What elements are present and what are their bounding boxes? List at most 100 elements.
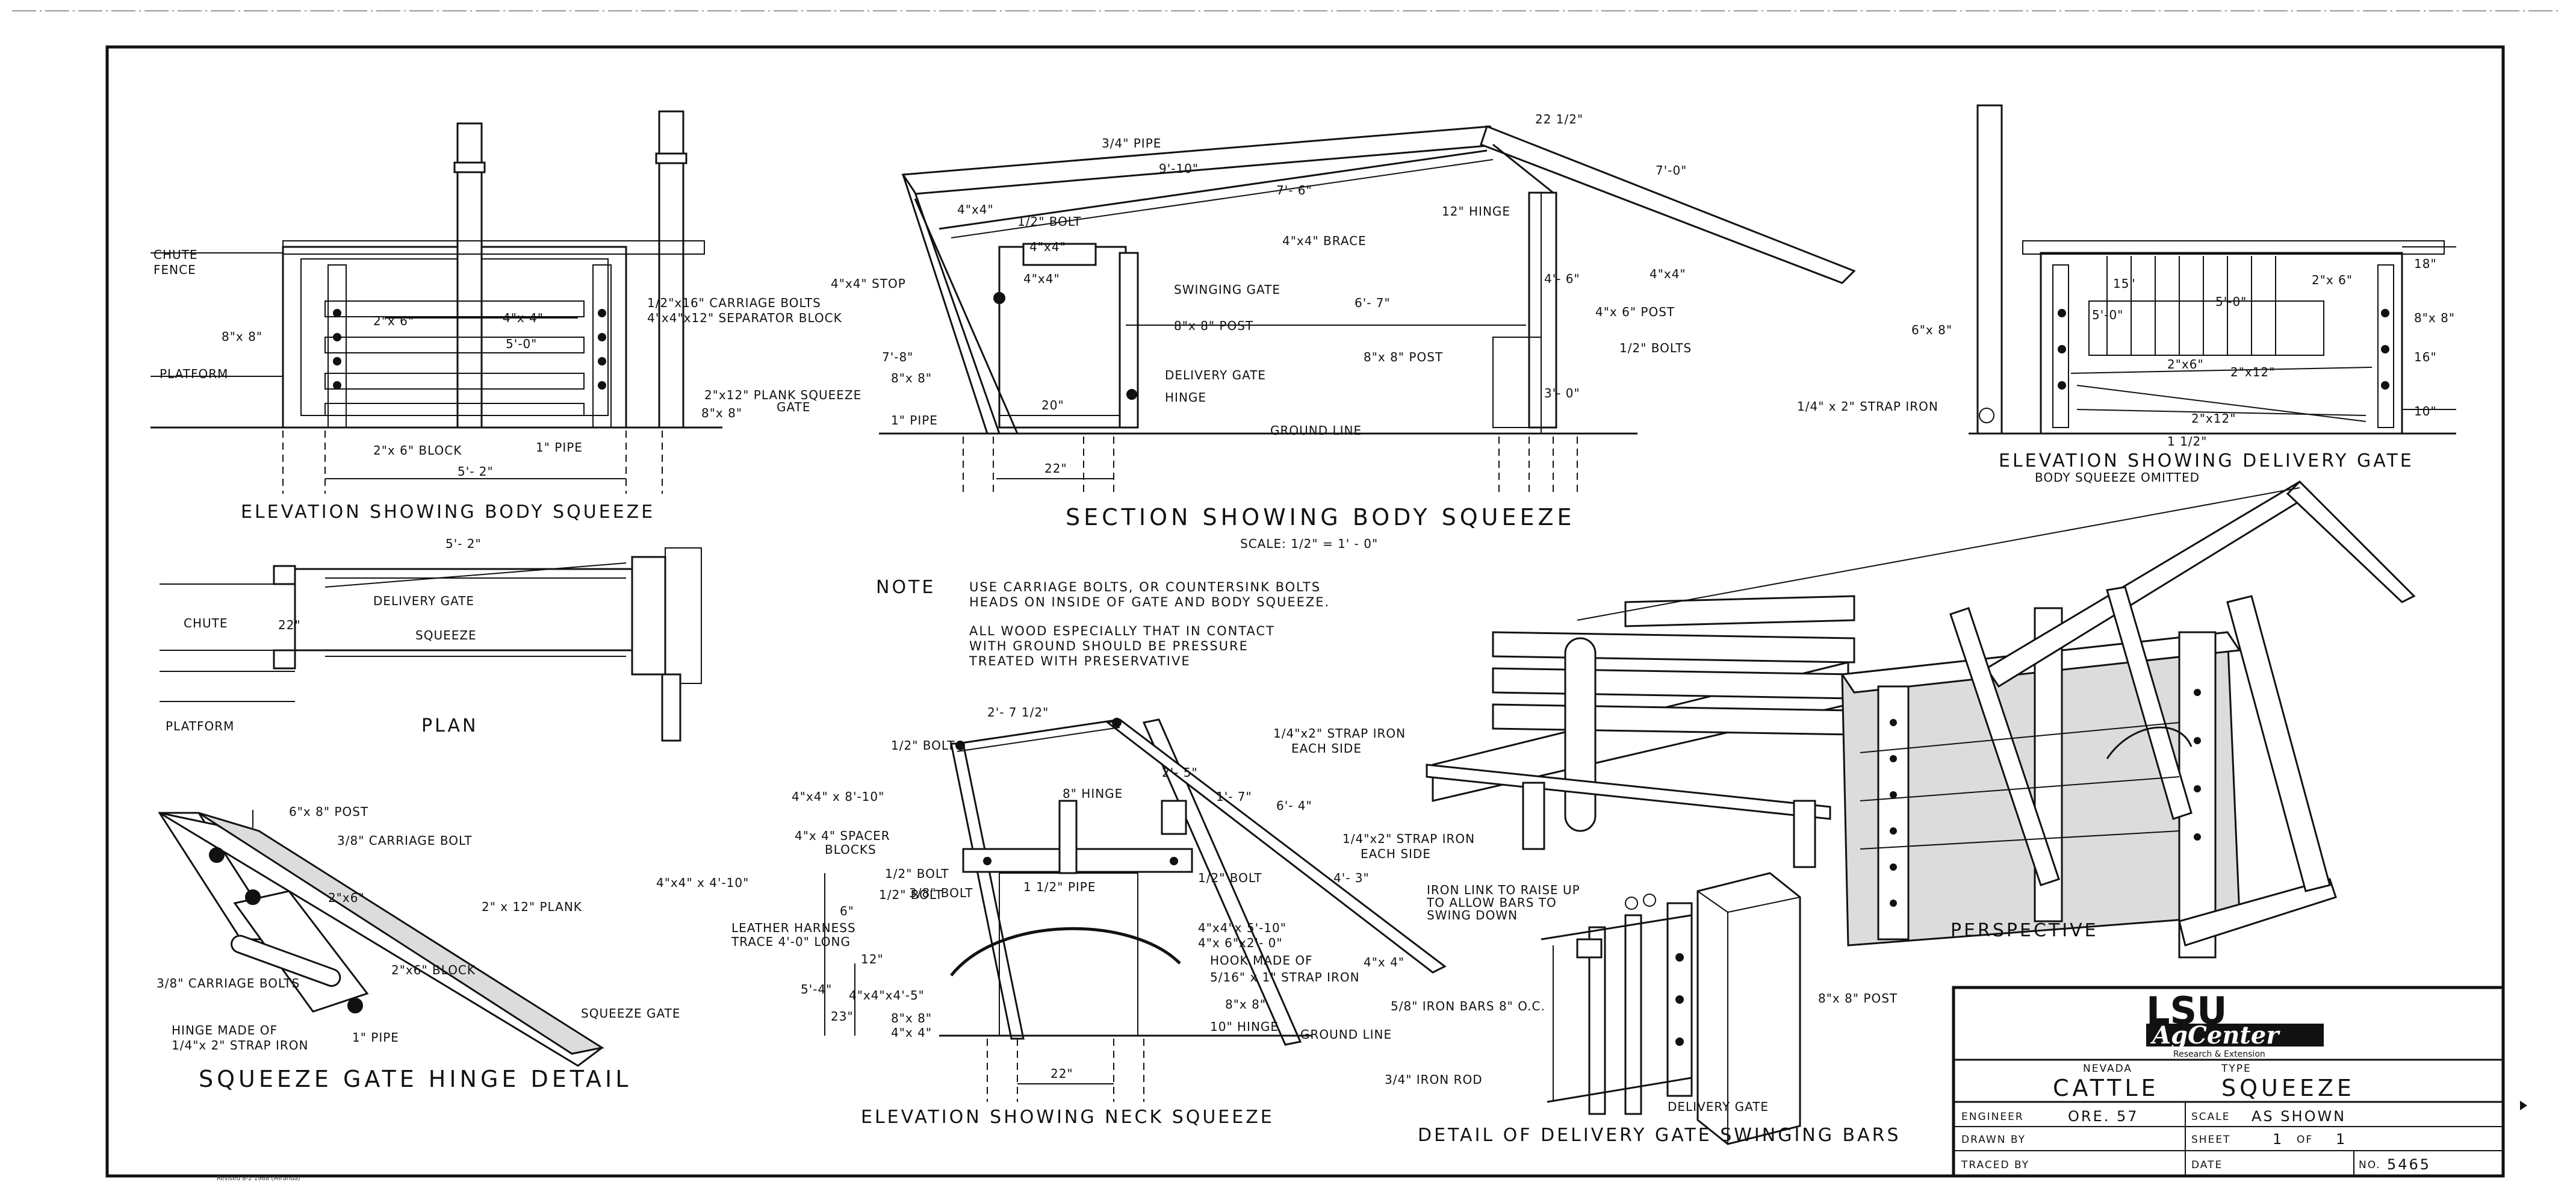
label: HOOK MADE OF [1210,953,1313,968]
label: 8"x 8" POST [1174,319,1253,333]
label: 4"x4"x 5'-10" [1198,921,1286,935]
label: HINGE [1165,390,1206,405]
label: 1/4"x 2" STRAP IRON [172,1038,308,1053]
label: 3/8" CARRIAGE BOLT [337,833,473,848]
gate-post-left [1976,104,2003,435]
label: 20" [1041,398,1064,412]
label: BLOCKS [825,842,877,857]
view-title: PERSPECTIVE [1951,920,2099,941]
margin-arrow-icon [2520,1101,2527,1110]
label: 1/2"x16" CARRIAGE BOLTS [647,296,821,310]
label: 8"x 8" [701,406,742,420]
leather-trace [950,927,1181,977]
label: 16" [2414,350,2437,364]
label: 4"x4" x 4'-10" [656,875,749,890]
label: 6" [840,904,854,918]
swinging-bars-detail [1541,872,1801,1145]
label: 7'-8" [882,350,913,364]
label: 2"x12" [2191,411,2236,426]
delivery-gate-elevation [1969,104,2456,435]
note-line: HEADS ON INSIDE OF GATE AND BODY SQUEEZE… [969,595,1330,609]
view-title: PLAN [421,715,478,736]
label: 4"x4" BRACE [1282,234,1367,248]
view-title: ELEVATION SHOWING NECK SQUEEZE [861,1107,1274,1128]
label: 1'- 7" [1216,789,1252,804]
label: 4"x4" [1650,267,1686,281]
label: GROUND LINE [1270,423,1362,438]
label: 1" PIPE [352,1030,399,1045]
label: 4"x4"x12" SEPARATOR BLOCK [647,311,842,325]
label: 6"x 8" POST [289,804,368,819]
label: SWING DOWN [1427,908,1518,922]
label: 1" PIPE [536,440,583,455]
gate-bars [2106,256,2276,355]
plank-set [324,300,585,416]
view-title: SECTION SHOWING BODY SQUEEZE [1066,504,1575,530]
front-post [1877,685,1910,941]
label: 8"x 8" POST [1818,991,1898,1006]
label: CHUTE [184,616,228,630]
logo-band [2146,1024,2324,1046]
label: 3'- 0" [1544,386,1580,400]
label: 8"x 8" [891,1011,932,1025]
label: 9'-10" [1159,161,1199,176]
label: 2'- 7 1/2" [987,705,1049,720]
label: 5/16" x 1" STRAP IRON [1210,970,1360,984]
label: PLATFORM [166,719,234,733]
label: LEATHER HARNESS [731,921,856,935]
label: 1/4" x 2" STRAP IRON [1797,399,1938,414]
hinge-detail [158,810,604,1067]
number-value: 5465 [2387,1156,2431,1173]
label: 4"x 4" SPACER [795,829,890,843]
label: 1 1/2" [2167,434,2207,449]
label: EACH SIDE [1361,847,1431,861]
label: EACH SIDE [1291,741,1362,756]
plan-view [160,547,702,742]
engineer-value: ORE. 57 [2068,1108,2139,1125]
label: GATE [777,400,810,414]
view-title: ELEVATION SHOWING BODY SQUEEZE [241,502,655,523]
label: 10" HINGE [1210,1019,1279,1034]
label: 4"x 4" [503,311,544,325]
label: SQUEEZE GATE [581,1006,681,1021]
pipe-section [231,935,341,987]
neck-squeeze-elevation [824,718,1447,1102]
perspective-view [1426,480,2416,959]
label: 1/2" BOLT [1017,214,1081,229]
origin-label: NEVADA [2083,1063,2132,1075]
label: 18" [2414,257,2437,271]
label: 5'-0" [506,337,537,351]
label: 10" [2414,404,2437,418]
drawing-name-line2: SQUEEZE [2221,1075,2355,1101]
label: GROUND LINE [1300,1027,1392,1042]
label: 7'-0" [1656,163,1687,178]
label: 23" [831,1009,854,1024]
label: 1/2" BOLT [891,738,955,753]
label: 2"x12" [2230,365,2275,379]
detail-post [1696,872,1801,1145]
label: 12" [861,952,884,966]
label: TRACE 4'-0" LONG [731,935,851,949]
label: SQUEEZE [415,628,477,642]
logo-sub: Research & Extension [2173,1050,2265,1059]
label: CHUTE [154,247,198,262]
label: 22" [1044,461,1067,476]
type-label: TYPE [2221,1063,2252,1075]
label: PLATFORM [160,367,228,381]
gate-post [1119,252,1139,429]
view-title: DETAIL OF DELIVERY GATE SWINGING BARS [1418,1125,1901,1146]
note-heading: NOTE [876,577,936,598]
label: 4"x4" x 8'-10" [792,789,884,804]
label: 6'- 7" [1355,296,1391,310]
traced-by-label: TRACED BY [1961,1159,2029,1171]
label: 4"x4" [1029,240,1066,254]
body-squeeze-elevation [151,110,722,494]
label: 8"x 8" [891,371,932,385]
view-title: ELEVATION SHOWING DELIVERY GATE [1999,450,2414,471]
of-label: OF [2297,1134,2313,1146]
label: 5/8" IRON BARS 8" O.C. [1391,999,1545,1013]
label: 1" PIPE [891,413,938,428]
label: 7'- 6" [1276,183,1312,197]
